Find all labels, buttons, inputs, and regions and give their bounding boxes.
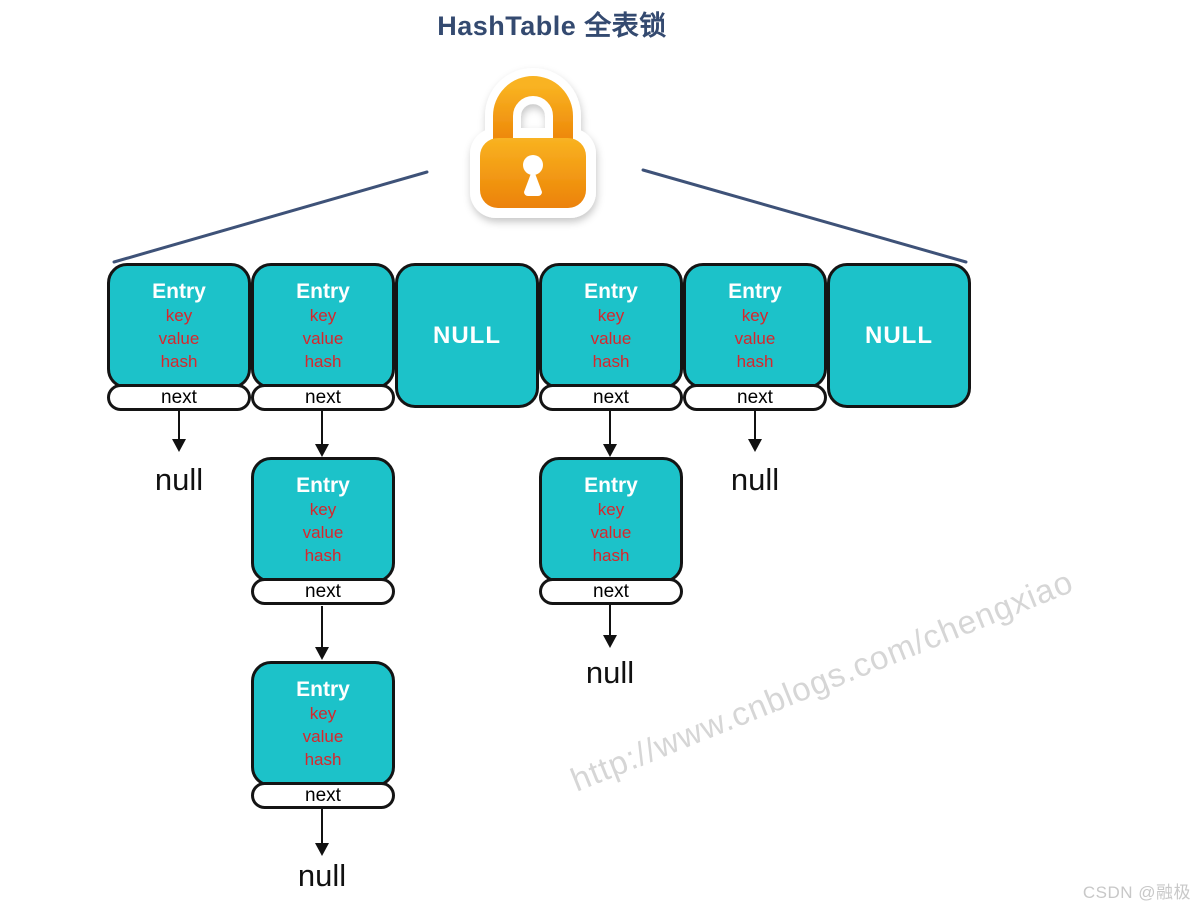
next-pointer: next (683, 384, 827, 411)
bucket-1-chain-entry-1: Entry key value hash next (251, 457, 395, 605)
null-box: NULL (827, 263, 971, 408)
entry-field-key: key (309, 306, 337, 325)
entry-field-value: value (302, 727, 344, 746)
next-pointer: next (251, 578, 395, 605)
entry-box: Entry key value hash (683, 263, 827, 389)
entry-field-hash: hash (592, 352, 630, 371)
entry-field-key: key (597, 306, 625, 325)
entry-field-value: value (302, 523, 344, 542)
entry-field-value: value (734, 329, 776, 348)
page-title: HashTable 全表锁 (437, 11, 667, 41)
null-pointer-text: null (154, 462, 204, 497)
bucket-0-entry: Entry key value hash next (107, 263, 251, 411)
arrow-down (172, 411, 186, 452)
entry-box: Entry key value hash (539, 457, 683, 583)
entry-title: Entry (584, 474, 638, 497)
entry-field-value: value (302, 329, 344, 348)
entry-field-key: key (597, 500, 625, 519)
entry-field-value: value (590, 329, 632, 348)
bucket-1-chain-entry-2: Entry key value hash next (251, 661, 395, 809)
null-pointer-text: null (585, 655, 635, 690)
padlock-icon (450, 50, 616, 232)
entry-field-key: key (165, 306, 193, 325)
arrow-down (603, 411, 617, 457)
entry-title: Entry (296, 280, 350, 303)
next-pointer: next (539, 578, 683, 605)
lock-line-left (112, 170, 429, 264)
bucket-1-entry: Entry key value hash next (251, 263, 395, 411)
null-box: NULL (395, 263, 539, 408)
next-pointer: next (251, 782, 395, 809)
bucket-3-entry: Entry key value hash next (539, 263, 683, 411)
arrow-down (603, 604, 617, 648)
entry-title: Entry (152, 280, 206, 303)
entry-box: Entry key value hash (251, 457, 395, 583)
entry-title: Entry (296, 474, 350, 497)
bucket-3-chain-entry-1: Entry key value hash next (539, 457, 683, 605)
arrow-down (315, 606, 329, 660)
bucket-5-null: NULL (827, 263, 971, 411)
entry-box: Entry key value hash (251, 661, 395, 787)
entry-box: Entry key value hash (539, 263, 683, 389)
entry-title: Entry (296, 678, 350, 701)
next-pointer: next (539, 384, 683, 411)
arrow-down (315, 809, 329, 856)
entry-field-key: key (309, 500, 337, 519)
next-pointer: next (107, 384, 251, 411)
arrow-down (315, 411, 329, 457)
null-pointer-text: null (297, 858, 347, 893)
bucket-4-entry: Entry key value hash next (683, 263, 827, 411)
entry-field-value: value (158, 329, 200, 348)
entry-field-key: key (741, 306, 769, 325)
entry-box: Entry key value hash (251, 263, 395, 389)
entry-field-hash: hash (304, 546, 342, 565)
padlock-icon-svg (470, 68, 596, 218)
null-box-label: NULL (433, 321, 501, 349)
entry-field-value: value (590, 523, 632, 542)
entry-field-hash: hash (160, 352, 198, 371)
entry-field-hash: hash (592, 546, 630, 565)
lock-line-right (641, 168, 968, 264)
null-box-label: NULL (865, 321, 933, 349)
bucket-2-null: NULL (395, 263, 539, 411)
entry-field-key: key (309, 704, 337, 723)
null-pointer-text: null (730, 462, 780, 497)
entry-field-hash: hash (736, 352, 774, 371)
entry-field-hash: hash (304, 750, 342, 769)
entry-box: Entry key value hash (107, 263, 251, 389)
entry-title: Entry (728, 280, 782, 303)
csdn-credit-text: CSDN @融极 (1082, 883, 1191, 902)
entry-field-hash: hash (304, 352, 342, 371)
next-pointer: next (251, 384, 395, 411)
entry-title: Entry (584, 280, 638, 303)
arrow-down (748, 411, 762, 452)
